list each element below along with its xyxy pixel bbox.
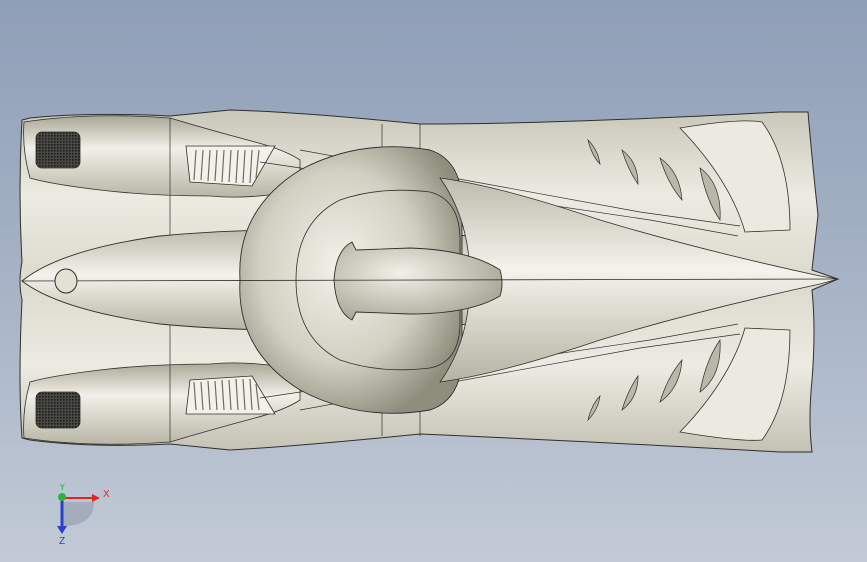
upper-side-louvers xyxy=(185,145,276,187)
y-axis-label: Y xyxy=(59,484,66,493)
x-axis-label: X xyxy=(103,489,110,500)
lower-side-louvers xyxy=(185,375,276,415)
centerline xyxy=(21,278,839,282)
z-axis-label: Z xyxy=(59,536,65,547)
canopy xyxy=(333,241,503,321)
rear-wing-lower xyxy=(679,327,791,441)
triad-shadow xyxy=(62,502,94,526)
z-axis-arrow xyxy=(57,526,67,534)
upper-front-intake-mesh xyxy=(35,131,81,169)
x-axis-arrow xyxy=(92,494,100,502)
rear-wing-upper xyxy=(679,120,791,233)
nose-marker-ring xyxy=(54,268,78,294)
orientation-triad[interactable]: X Y Z xyxy=(48,484,118,554)
y-axis-dot xyxy=(58,493,66,501)
lower-front-intake-mesh xyxy=(35,391,81,429)
upper-rear-vents xyxy=(587,138,721,222)
lower-rear-vents xyxy=(587,338,721,422)
